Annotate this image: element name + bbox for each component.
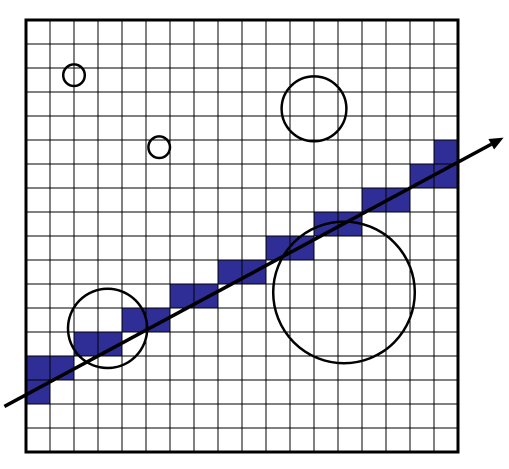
ray-line xyxy=(3,142,493,408)
filled-cell xyxy=(26,356,50,380)
ray xyxy=(3,137,504,408)
arrowhead-icon xyxy=(488,137,504,150)
small-circle-top-left xyxy=(61,63,87,88)
filled-cell xyxy=(170,284,194,308)
filled-cell xyxy=(74,332,98,356)
medium-circle-top-right xyxy=(280,75,348,143)
large-circle-right xyxy=(271,220,417,365)
filled-cell xyxy=(434,140,458,164)
small-circle-middle xyxy=(147,135,172,160)
grid-border xyxy=(24,18,460,454)
filled-cell xyxy=(122,308,146,332)
grid-lines xyxy=(26,20,458,452)
